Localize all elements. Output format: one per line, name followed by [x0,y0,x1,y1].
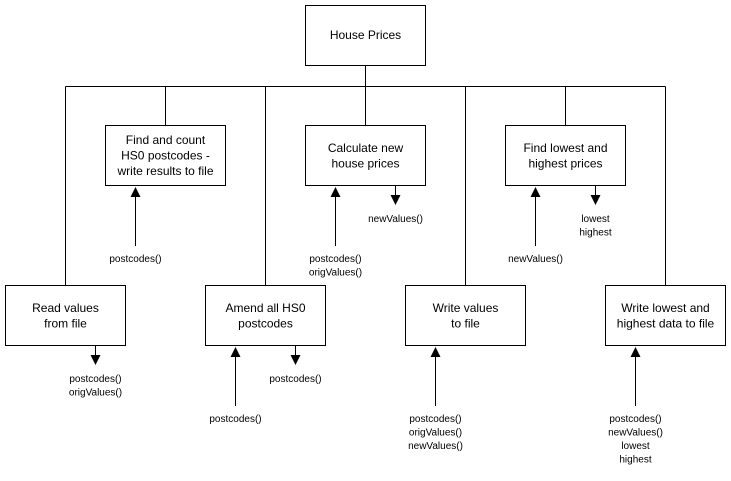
data-out-label-lowhigh: lowest [581,214,610,225]
data-in-label-write: newValues() [408,441,463,452]
module-writelh-label-line: highest data to file [617,316,715,330]
data-out-label-amend: postcodes() [269,374,321,385]
module-lowhigh-label-line: highest prices [528,156,602,170]
module-read-box [5,285,126,346]
module-write-label-line: to file [451,316,480,330]
module-amend-box [205,285,326,346]
module-calc-label-line: house prices [331,156,399,170]
module-count-label-line: HS0 postcodes - [121,149,210,163]
data-out-label-read: origValues() [69,388,122,399]
module-count-label-line: Find and count [126,133,206,147]
module-read-label-line: from file [44,316,87,330]
module-writelh-box [605,285,726,346]
data-in-label-write: postcodes() [409,414,461,425]
module-write-box [405,285,526,346]
root-module-box [305,5,426,66]
data-out-label-lowhigh: highest [579,228,611,239]
module-amend-label-line: Amend all HS0 [225,301,305,315]
module-count-box [105,125,226,186]
data-in-label-writelh: highest [619,455,651,466]
root-module-label: House Prices [330,28,401,42]
module-lowhigh-label-line: Find lowest and [523,141,607,155]
data-in-label-lowhigh: newValues() [508,254,563,265]
module-amend-label-line: postcodes [238,316,293,330]
root-module: House Prices [305,5,426,66]
module-lowhigh-box [505,125,626,186]
module-calc-box [305,125,426,186]
data-flows-layer: postcodes() origValues() postcodes() postco… [69,186,663,466]
data-in-label-writelh: postcodes() [609,414,661,425]
module-calc-label-line: Calculate new [328,141,404,155]
data-in-label-calc: origValues() [309,268,362,279]
module-write-label-line: Write values [433,301,499,315]
hierarchy-connectors [65,66,666,285]
module-count-label-line: write results to file [116,164,213,178]
module-read-label-line: Read values [32,301,99,315]
module-writelh-label-line: Write lowest and [621,301,709,315]
data-in-label-calc: postcodes() [309,254,361,265]
data-in-label-count: postcodes() [109,254,161,265]
data-in-label-writelh: newValues() [608,428,663,439]
data-in-label-writelh: lowest [621,441,650,452]
data-out-label-calc: newValues() [368,214,423,225]
data-in-label-write: origValues() [409,428,462,439]
data-out-label-read: postcodes() [69,374,121,385]
data-in-label-amend: postcodes() [209,414,261,425]
